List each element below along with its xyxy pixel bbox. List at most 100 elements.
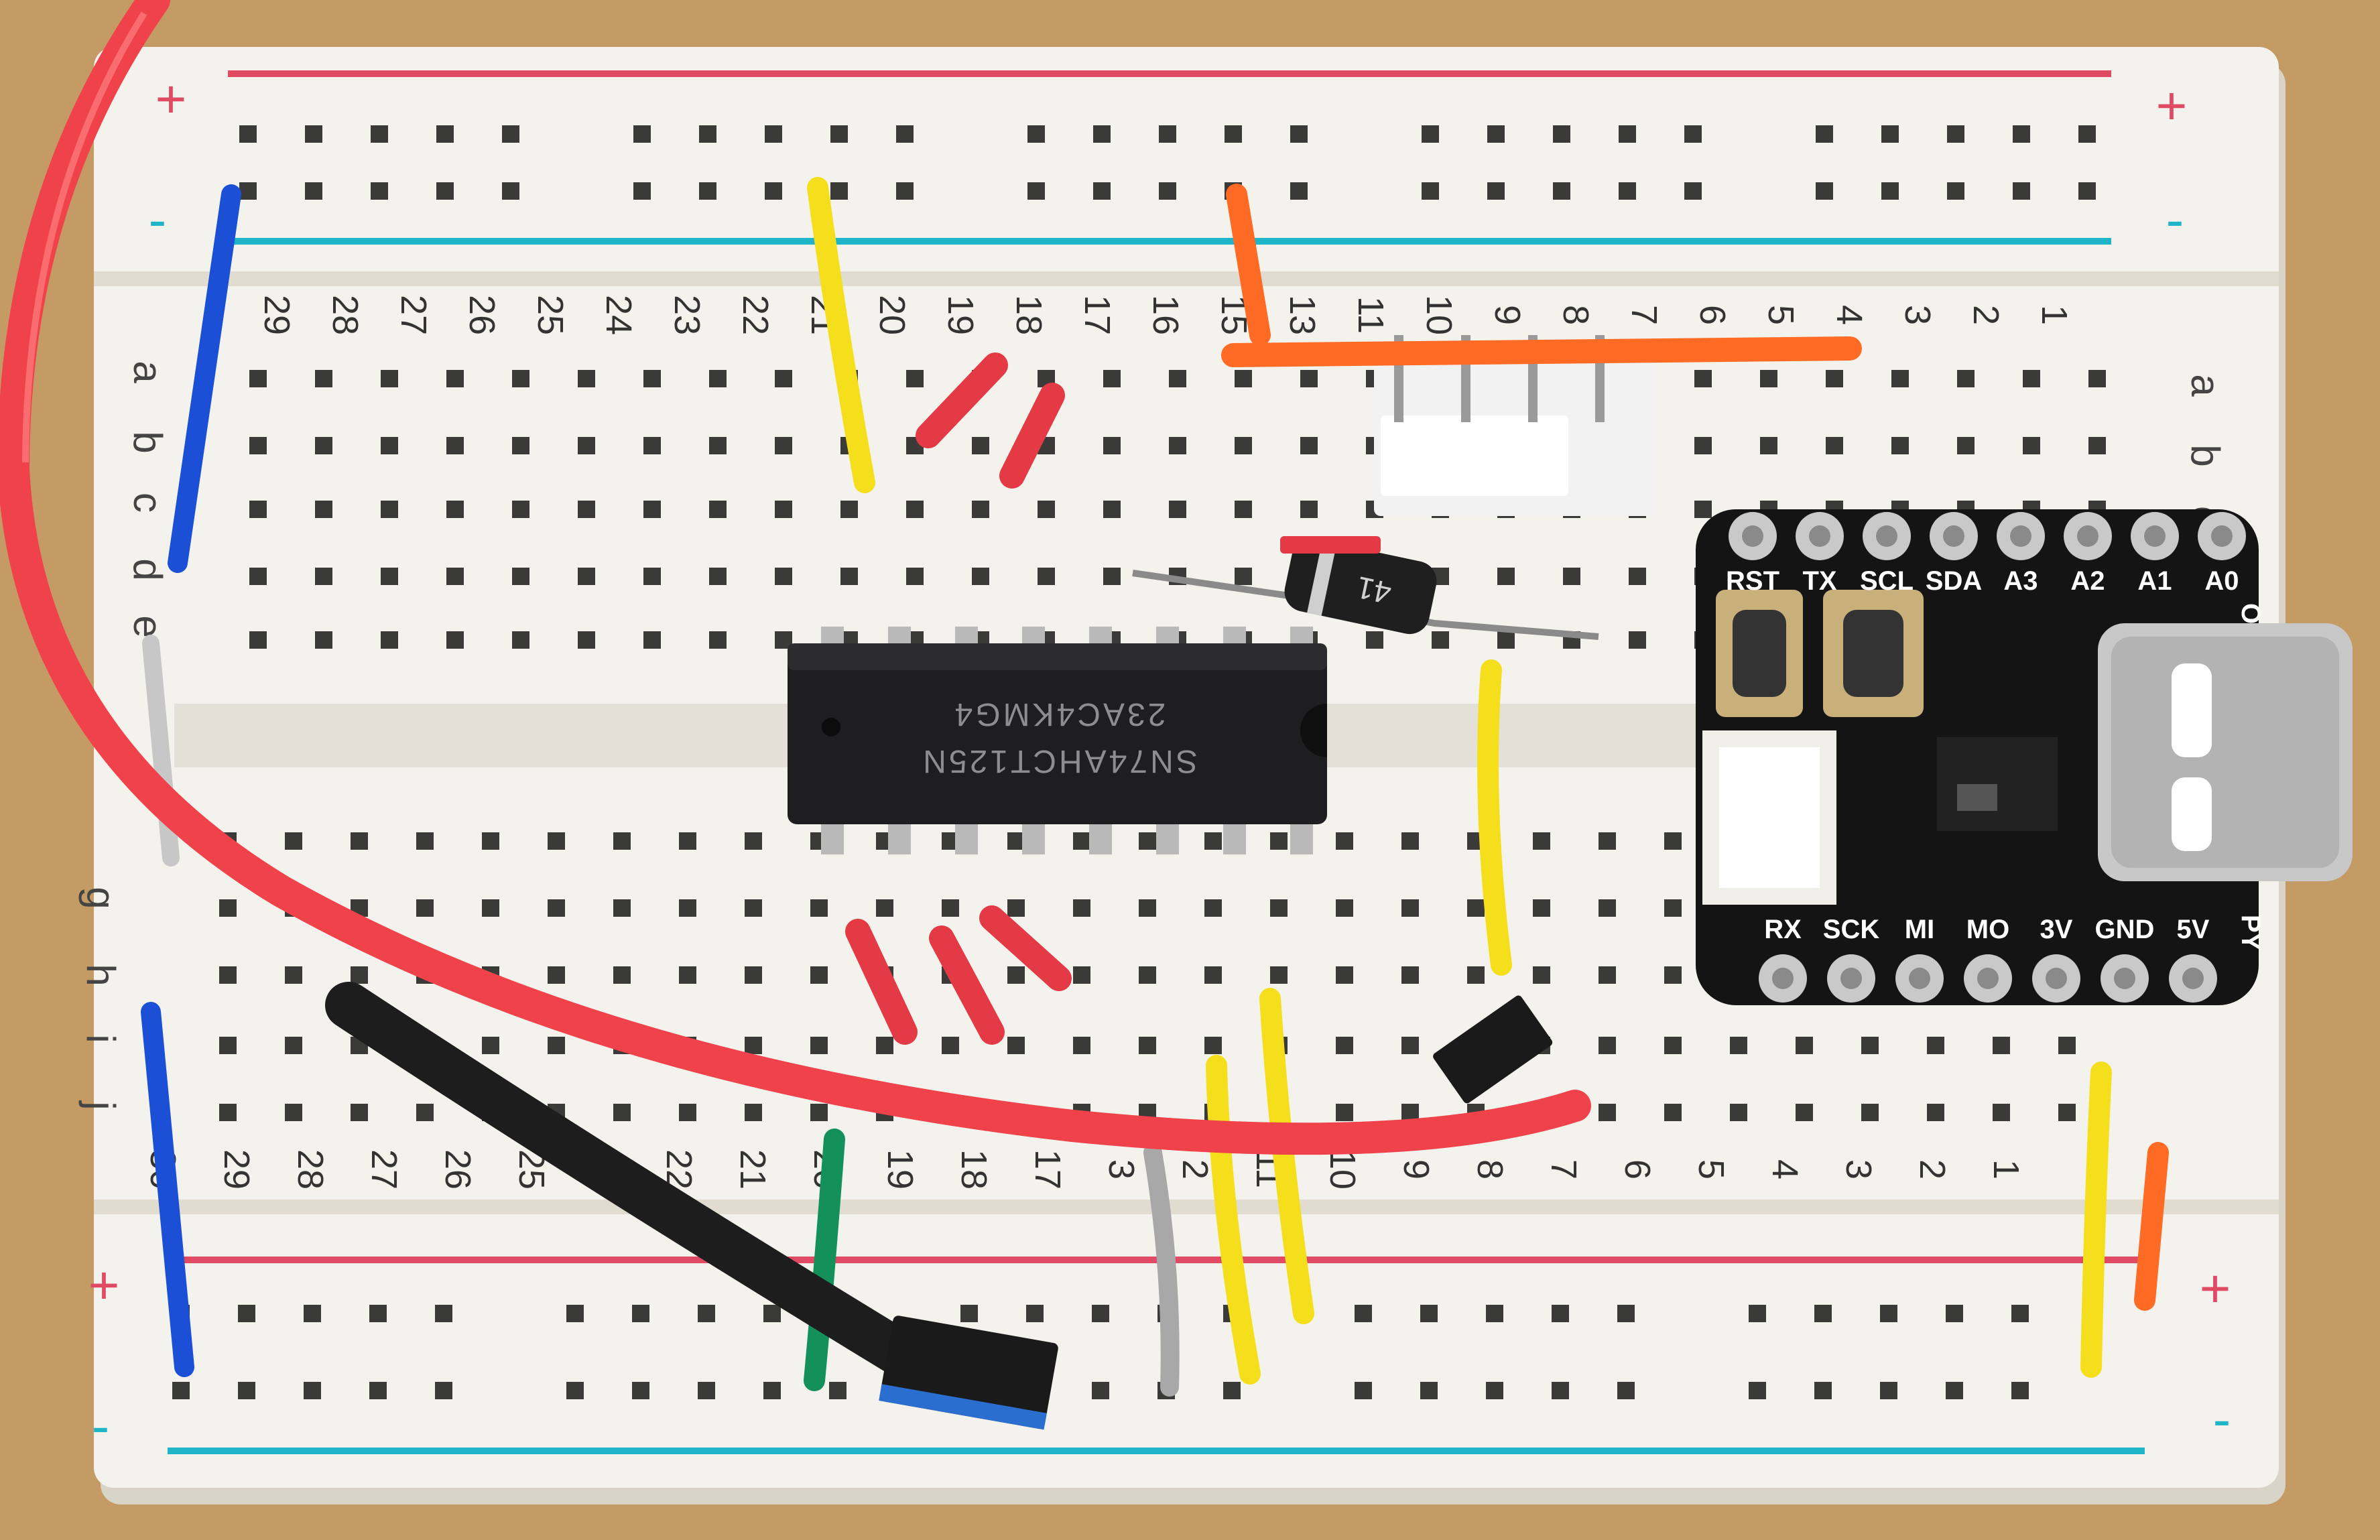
- hole: [960, 1305, 978, 1322]
- hole: [1533, 832, 1550, 850]
- hole: [578, 437, 595, 454]
- top-plus-left: +: [155, 69, 187, 129]
- hole: [972, 568, 989, 585]
- hole: [709, 631, 727, 649]
- hole: [829, 1382, 847, 1399]
- hole: [1103, 370, 1121, 387]
- hole: [775, 437, 792, 454]
- hole: [1497, 568, 1515, 585]
- column-number: 2: [1966, 305, 2006, 325]
- hole: [1816, 182, 1833, 200]
- hole: [566, 1382, 584, 1399]
- hole: [896, 125, 914, 143]
- chip-label-line1: SN74AHCT125N: [920, 743, 1197, 779]
- hole: [1664, 1104, 1682, 1121]
- short-red-jumpers: [845, 352, 1072, 1045]
- hole: [643, 501, 661, 518]
- hole: [1270, 966, 1288, 984]
- hole: [1092, 1305, 1109, 1322]
- hole: [315, 501, 332, 518]
- hole: [1881, 182, 1899, 200]
- hole: [765, 182, 782, 200]
- hole: [238, 1382, 255, 1399]
- column-number: 19: [880, 1149, 920, 1190]
- black-dupont-connector: [879, 1316, 1058, 1430]
- hole: [1814, 1382, 1832, 1399]
- hole: [1420, 1305, 1438, 1322]
- hole: [1355, 1382, 1372, 1399]
- hole: [1664, 966, 1682, 984]
- hole: [2088, 437, 2106, 454]
- column-number: 2: [1175, 1159, 1215, 1179]
- hole: [1730, 1104, 1747, 1121]
- hole: [1664, 832, 1682, 850]
- hole: [1533, 966, 1550, 984]
- hole: [1169, 437, 1186, 454]
- hole: [381, 370, 398, 387]
- column-number: 29: [216, 1149, 257, 1190]
- top-minus-left: -: [149, 190, 167, 249]
- hole: [548, 899, 565, 917]
- hole: [304, 1382, 321, 1399]
- column-number: 16: [1145, 295, 1186, 335]
- hole: [1826, 437, 1843, 454]
- hole: [1270, 832, 1288, 850]
- hole: [613, 966, 631, 984]
- hole: [1664, 1037, 1682, 1054]
- hole: [1684, 125, 1702, 143]
- hole: [2013, 125, 2030, 143]
- pin-label: A1: [2137, 566, 2172, 596]
- column-number: 19: [940, 295, 981, 335]
- row-letter: a: [125, 361, 170, 383]
- hole: [1617, 1382, 1635, 1399]
- pin-label: MI: [1905, 915, 1934, 944]
- chip-label-line2: 23AC4KMG4: [952, 696, 1166, 732]
- pin-label: RST: [1726, 566, 1779, 596]
- hole: [1553, 125, 1570, 143]
- hole: [2058, 1037, 2076, 1054]
- hole: [1007, 966, 1025, 984]
- hole: [698, 1382, 715, 1399]
- hole: [548, 966, 565, 984]
- column-number: 23: [667, 295, 707, 335]
- hole: [1816, 125, 1833, 143]
- hole: [1486, 1382, 1503, 1399]
- hole: [1336, 966, 1353, 984]
- hole: [305, 125, 322, 143]
- pin-label: A2: [2070, 566, 2105, 596]
- hole: [1401, 966, 1419, 984]
- hole: [1861, 1104, 1879, 1121]
- hole: [906, 568, 924, 585]
- hole: [709, 437, 727, 454]
- column-number: 17: [1077, 295, 1117, 335]
- column-number: 1: [2034, 305, 2074, 325]
- hole: [1927, 1104, 1944, 1121]
- hole: [1204, 966, 1222, 984]
- hole: [679, 1104, 696, 1121]
- diode-marking: 41: [1353, 570, 1394, 611]
- usb-c-port[interactable]: [2098, 623, 2353, 881]
- hole: [1204, 1037, 1222, 1054]
- hole: [446, 568, 464, 585]
- hole: [1038, 568, 1055, 585]
- hole: [775, 568, 792, 585]
- hole: [446, 631, 464, 649]
- hole: [830, 125, 848, 143]
- hole: [1290, 182, 1308, 200]
- yellow-wire-top: [807, 177, 875, 493]
- hole: [1139, 1037, 1156, 1054]
- hole: [249, 370, 267, 387]
- hole: [1336, 1037, 1353, 1054]
- hole: [745, 832, 762, 850]
- orange-wire-top-vertical: [1226, 184, 1271, 346]
- hole: [1629, 568, 1646, 585]
- chip-pin: [1022, 821, 1045, 854]
- pin-label: GND: [2095, 915, 2155, 944]
- hole: [1336, 832, 1353, 850]
- hole: [906, 501, 924, 518]
- hole: [1749, 1382, 1766, 1399]
- hole: [1027, 182, 1045, 200]
- hole: [512, 631, 529, 649]
- column-number: 5: [1761, 305, 1801, 325]
- hole: [1563, 568, 1580, 585]
